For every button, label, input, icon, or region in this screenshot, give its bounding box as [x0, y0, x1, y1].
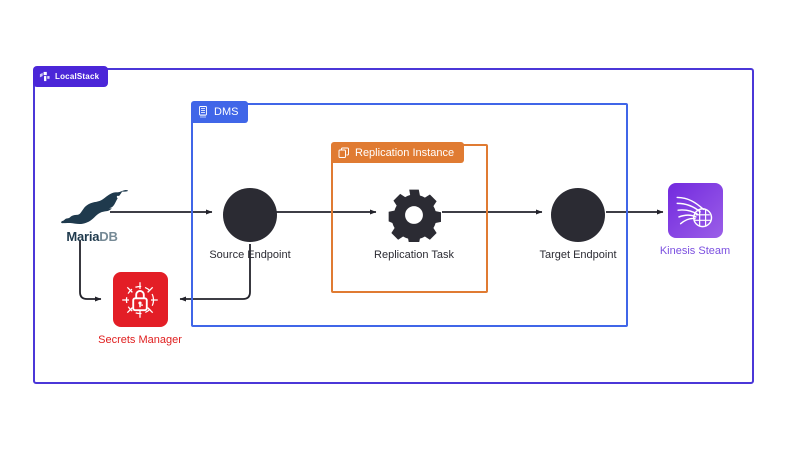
mariadb-wordmark-primary: Maria	[66, 229, 100, 244]
mariadb-seal-logo-icon	[53, 186, 131, 228]
replication-task-label: Replication Task	[374, 249, 454, 261]
mariadb-wordmark-secondary: DB	[99, 229, 118, 244]
localstack-container	[33, 68, 754, 384]
secrets-manager-label: Secrets Manager	[98, 334, 182, 346]
target-endpoint-label: Target Endpoint	[539, 249, 617, 261]
localstack-logo-icon	[39, 71, 50, 82]
circle-node-icon	[551, 188, 605, 242]
dms-badge-label: DMS	[214, 106, 239, 118]
secrets-manager-tile	[112, 272, 168, 327]
mariadb-wordmark: MariaDB	[66, 229, 118, 244]
localstack-badge-label: LocalStack	[55, 72, 100, 81]
node-mariadb: MariaDB	[46, 186, 138, 244]
node-secrets-manager: Secrets Manager	[98, 272, 182, 346]
kinesis-stream-icon	[676, 196, 713, 227]
localstack-badge: LocalStack	[33, 66, 109, 87]
node-kinesis-stream: Kinesis Steam	[657, 183, 733, 257]
kinesis-stream-tile	[667, 183, 723, 238]
lock-icon	[122, 281, 158, 318]
gear-icon	[387, 188, 442, 245]
source-endpoint-label: Source Endpoint	[209, 249, 291, 261]
replication-instance-badge: Replication Instance	[331, 142, 465, 163]
replication-instance-badge-label: Replication Instance	[355, 146, 455, 159]
circle-node-icon	[223, 188, 277, 242]
copy-icon	[338, 147, 350, 159]
dms-container	[191, 103, 628, 327]
node-source-endpoint: Source Endpoint	[192, 188, 308, 261]
kinesis-stream-label: Kinesis Steam	[659, 245, 731, 257]
database-icon	[197, 105, 209, 119]
node-replication-task: Replication Task	[358, 188, 470, 261]
dms-badge: DMS	[191, 101, 249, 123]
node-target-endpoint: Target Endpoint	[522, 188, 634, 261]
